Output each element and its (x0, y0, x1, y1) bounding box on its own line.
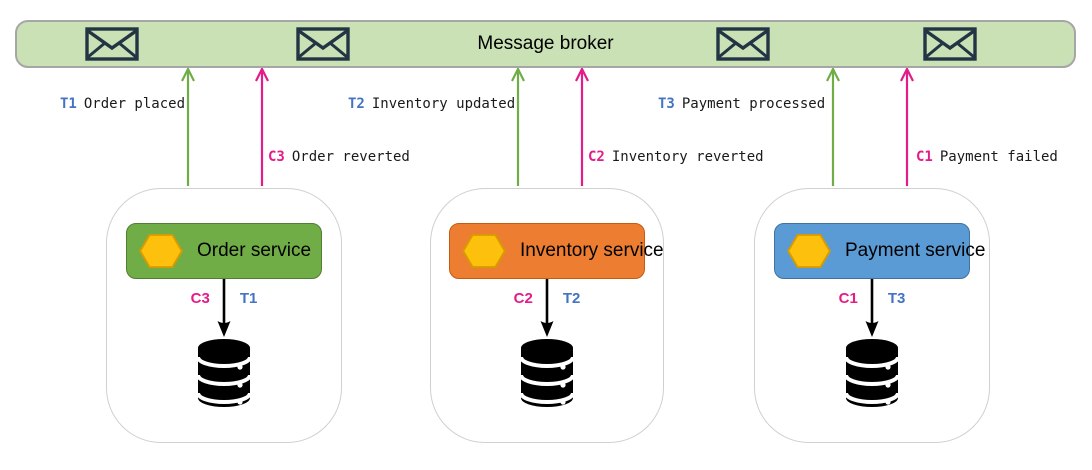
payment-service-box: Payment service (774, 223, 985, 279)
flow-id: T1 (60, 96, 77, 112)
hexagon-icon (462, 233, 506, 269)
flow-id: C3 (268, 149, 285, 165)
database-icon (196, 339, 252, 407)
flow-text: Order reverted (291, 149, 410, 165)
service-to-db-arrow (865, 279, 879, 337)
envelope-icon (923, 27, 977, 61)
compensation-id: C2 (513, 290, 533, 307)
arrow-t1-order-placed (181, 68, 195, 186)
flow-label-c2: C2 Inventory reverted (588, 149, 764, 166)
flow-id: C1 (916, 149, 933, 165)
arrow-c3-order-reverted (255, 68, 269, 186)
service-name: Inventory service (520, 240, 664, 261)
envelope-icon (85, 27, 139, 61)
order-service-box: Order service (126, 223, 322, 279)
inventory-local-ids: C2 T2 (431, 290, 663, 307)
flow-text: Payment processed (681, 96, 826, 112)
payment-local-ids: C1 T3 (755, 290, 989, 307)
arrow-c1-payment-failed (900, 68, 914, 186)
envelope-icon (296, 27, 350, 61)
hexagon-icon (139, 233, 183, 269)
transaction-id: T1 (239, 290, 258, 307)
flow-label-t1: T1 Order placed (60, 96, 185, 113)
order-service-container: Order service C3 T1 (106, 188, 342, 443)
hexagon-icon (787, 233, 831, 269)
flow-text: Inventory updated (371, 96, 516, 112)
flow-label-t2: T2 Inventory updated (348, 96, 515, 113)
arrow-c2-inventory-reverted (575, 68, 589, 186)
flow-text: Inventory reverted (611, 149, 764, 165)
flow-label-t3: T3 Payment processed (658, 96, 825, 113)
envelope-icon (716, 27, 770, 61)
inventory-service-box: Inventory service (449, 223, 664, 279)
flow-id: T3 (658, 96, 675, 112)
inventory-service-container: Inventory service C2 T2 (430, 188, 664, 443)
flow-id: T2 (348, 96, 365, 112)
arrow-t3-payment-processed (826, 68, 840, 186)
arrow-t2-inventory-updated (511, 68, 525, 186)
flow-label-c3: C3 Order reverted (268, 149, 410, 166)
message-broker-title: Message broker (477, 33, 614, 54)
message-broker-bar: Message broker (15, 20, 1076, 68)
service-to-db-arrow (540, 279, 554, 337)
flow-label-c1: C1 Payment failed (916, 149, 1058, 166)
flow-text: Order placed (83, 96, 186, 112)
payment-service-container: Payment service C1 T3 (754, 188, 990, 443)
service-name: Order service (197, 240, 312, 261)
order-local-ids: C3 T1 (107, 290, 341, 307)
compensation-id: C3 (190, 290, 210, 307)
database-icon (844, 339, 900, 407)
transaction-id: T2 (562, 290, 581, 307)
flow-id: C2 (588, 149, 605, 165)
flow-text: Payment failed (939, 149, 1058, 165)
service-to-db-arrow (217, 279, 231, 337)
database-icon (519, 339, 575, 407)
compensation-id: C1 (838, 290, 858, 307)
transaction-id: T3 (887, 290, 906, 307)
service-name: Payment service (845, 240, 986, 261)
